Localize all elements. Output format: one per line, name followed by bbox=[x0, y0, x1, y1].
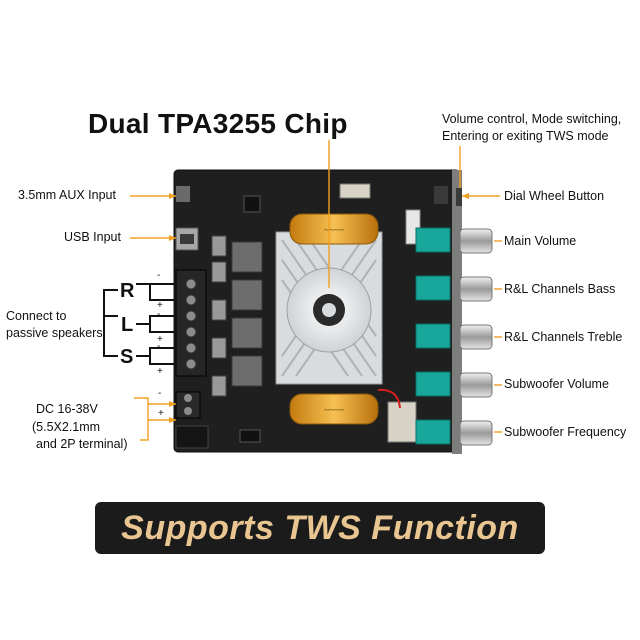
channel-r: R bbox=[120, 280, 135, 302]
treble-label: R&L Channels Treble bbox=[504, 330, 623, 344]
knob-bass bbox=[459, 276, 493, 302]
dc-minus: - bbox=[158, 388, 162, 399]
knob-main bbox=[459, 228, 493, 254]
dc-plus: + bbox=[158, 408, 164, 419]
side-plate bbox=[452, 170, 462, 454]
capacitor-bottom: ~~~~ bbox=[289, 393, 379, 425]
tws-banner: Supports TWS Function bbox=[95, 502, 545, 554]
s-minus: - bbox=[157, 341, 161, 352]
speakers-label-1: Connect to bbox=[6, 309, 67, 323]
title: Dual TPA3255 Chip bbox=[88, 108, 348, 139]
knob-subvol bbox=[459, 372, 493, 398]
knob-subfreq bbox=[459, 420, 493, 446]
dial-wheel bbox=[456, 188, 462, 206]
knob-treble bbox=[459, 324, 493, 350]
svg-text:~~~~: ~~~~ bbox=[324, 405, 344, 415]
dc-label-3: and 2P terminal) bbox=[36, 437, 128, 451]
terminal-screws bbox=[185, 278, 197, 370]
bass-label: R&L Channels Bass bbox=[504, 282, 616, 296]
channel-l: L bbox=[121, 314, 134, 336]
aux-input-label: 3.5mm AUX Input bbox=[18, 188, 116, 202]
callout-lines bbox=[130, 140, 502, 441]
dial-wheel-label: Dial Wheel Button bbox=[504, 189, 605, 203]
dc-label-2: (5.5X2.1mm bbox=[32, 420, 101, 434]
s-plus: + bbox=[157, 366, 163, 377]
r-minus: - bbox=[157, 270, 161, 281]
note-line-1: Volume control, Mode switching, bbox=[442, 112, 622, 126]
speaker-brackets bbox=[103, 283, 176, 365]
knob-base-subfreq bbox=[415, 419, 451, 445]
r-plus: + bbox=[157, 300, 163, 311]
usb-input-label: USB Input bbox=[64, 230, 121, 244]
knob-base-main bbox=[415, 227, 451, 253]
inductors bbox=[231, 241, 263, 387]
l-minus: - bbox=[157, 309, 161, 320]
knob-base-bass bbox=[415, 275, 451, 301]
speakers-label-2: passive speakers bbox=[6, 326, 103, 340]
aux-jack bbox=[176, 186, 190, 202]
banner-text: Supports TWS Function bbox=[121, 508, 519, 547]
channel-s: S bbox=[120, 346, 134, 368]
knob-base-subvol bbox=[415, 371, 451, 397]
svg-text:~~~~: ~~~~ bbox=[324, 225, 344, 235]
capacitor-top: ~~~~ bbox=[289, 213, 379, 245]
dial-wheel-note: Volume control, Mode switching, Entering… bbox=[442, 111, 621, 145]
sub-frequency-label: Subwoofer Frequency bbox=[504, 425, 627, 439]
note-line-2: Entering or exiting TWS mode bbox=[442, 129, 609, 143]
l-plus: + bbox=[157, 334, 163, 345]
main-volume-label: Main Volume bbox=[504, 234, 577, 248]
dc-label-1: DC 16-38V bbox=[36, 402, 98, 416]
knob-base-treble bbox=[415, 323, 451, 349]
sub-volume-label: Subwoofer Volume bbox=[504, 377, 609, 391]
dc-jack bbox=[175, 425, 209, 449]
